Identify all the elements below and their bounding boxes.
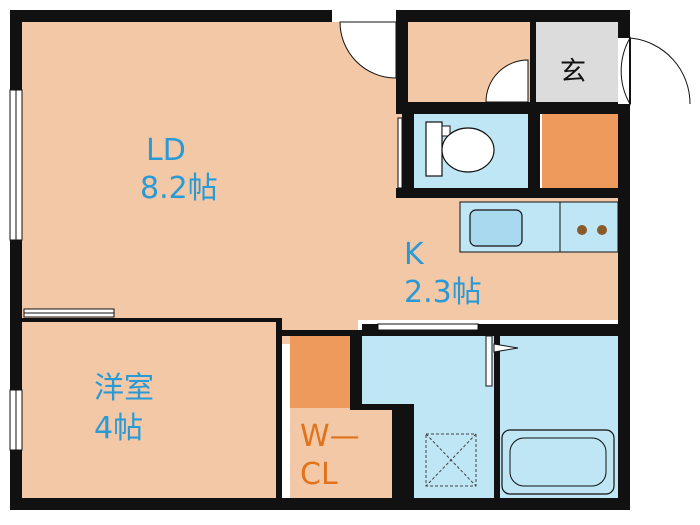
walkin-closet-label-line2: CL [300,457,338,492]
storage-floor [542,114,618,188]
entrance-floor [534,22,618,102]
windows [9,89,479,451]
walkin-closet-label-line1: W— [300,419,360,454]
ld-room-name: LD [146,133,186,168]
washer-pan-icon [425,433,477,487]
kitchen-room-name: K [404,237,425,272]
door-swing-icon [339,21,691,387]
western-room-name: 洋室 [94,371,154,406]
closet-lower-floor [290,408,392,498]
kitchen-room-size: 2.3帖 [404,275,482,310]
entrance-label: 玄 [560,57,586,87]
walls [10,10,630,510]
ld-room-size: 8.2帖 [140,171,218,206]
western-room-floor [22,320,278,498]
hall-opening [377,323,479,331]
stove-icon [577,225,607,235]
washroom-floor [362,336,494,498]
bathtub-icon [501,429,615,495]
western-room-size: 4帖 [94,411,143,446]
closet-top-floor [290,334,350,408]
ld-floor [22,22,408,320]
sink-icon [469,209,523,247]
toilet-icon [425,121,495,177]
